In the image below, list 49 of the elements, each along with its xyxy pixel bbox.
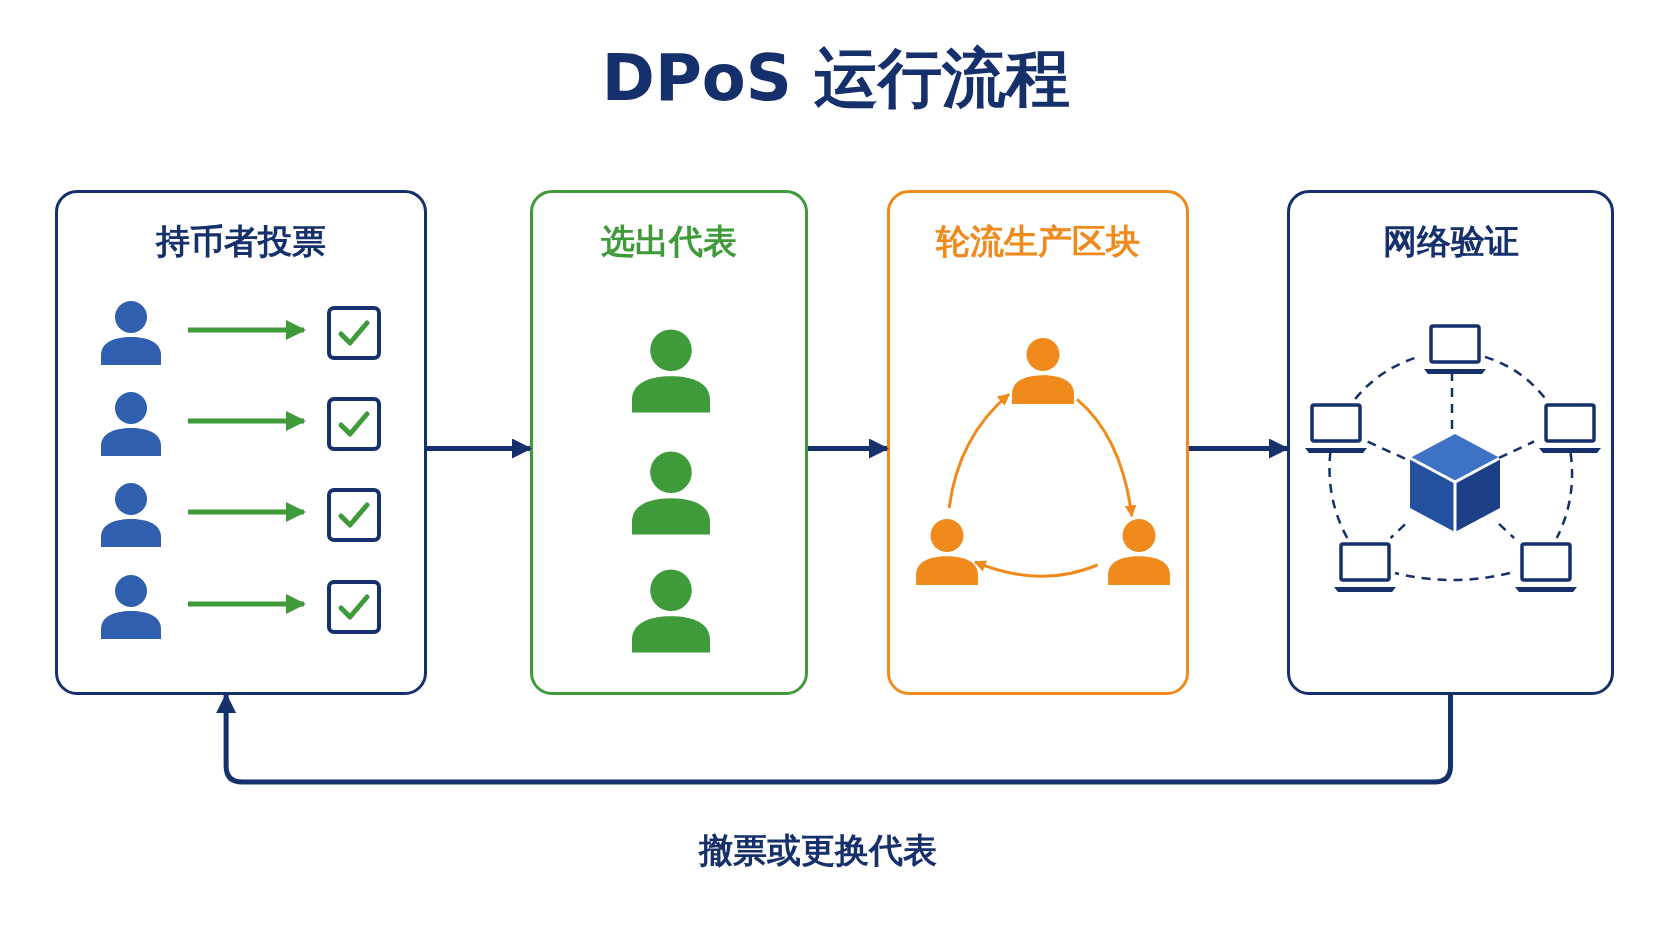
dashed-link	[1328, 452, 1349, 539]
person-icon	[632, 451, 710, 535]
arrow	[973, 560, 1099, 578]
checkbox-icon	[327, 397, 381, 451]
dashed-link	[1394, 571, 1511, 582]
person-icon	[916, 519, 978, 585]
step-panel	[887, 190, 1189, 695]
person-icon	[101, 483, 161, 547]
dashed-link	[1498, 440, 1535, 460]
dashed-link	[1365, 439, 1406, 460]
step-panel	[530, 190, 808, 695]
dashed-link	[1389, 523, 1406, 539]
person-icon	[1108, 519, 1170, 585]
person-icon	[101, 392, 161, 456]
step-panel	[1287, 190, 1614, 695]
arrow	[427, 438, 532, 459]
arrow	[188, 502, 306, 522]
arrow	[216, 693, 1453, 785]
arrow	[947, 393, 1010, 509]
laptop-icon	[1332, 541, 1398, 595]
arrow	[188, 594, 306, 614]
panel-heading: 网络验证	[1381, 220, 1520, 263]
diagram-title: DPoS 运行流程	[600, 40, 1072, 117]
panel-heading: 选出代表	[600, 220, 738, 263]
laptop-icon	[1422, 323, 1488, 377]
panel-heading: 轮流生产区块	[934, 220, 1141, 263]
checkbox-icon	[327, 488, 381, 542]
person-icon	[632, 569, 710, 653]
dashed-link	[1450, 374, 1454, 429]
person-icon	[101, 301, 161, 365]
person-icon	[101, 575, 161, 639]
laptop-icon	[1537, 402, 1603, 456]
person-icon	[1012, 338, 1074, 404]
dashed-link	[1484, 355, 1547, 400]
laptop-icon	[1303, 402, 1369, 456]
dashed-link	[1498, 523, 1515, 539]
dashed-link	[1555, 452, 1574, 539]
arrow	[188, 411, 306, 431]
person-icon	[632, 329, 710, 413]
arrow	[808, 438, 889, 459]
cube-icon	[1408, 432, 1502, 534]
panel-heading: 持币者投票	[154, 220, 327, 263]
arrow	[1076, 398, 1137, 518]
arrow	[1189, 438, 1289, 459]
checkbox-icon	[327, 580, 381, 634]
checkbox-icon	[327, 306, 381, 360]
step-panel	[55, 190, 427, 695]
arrow	[188, 320, 306, 340]
laptop-icon	[1513, 541, 1579, 595]
